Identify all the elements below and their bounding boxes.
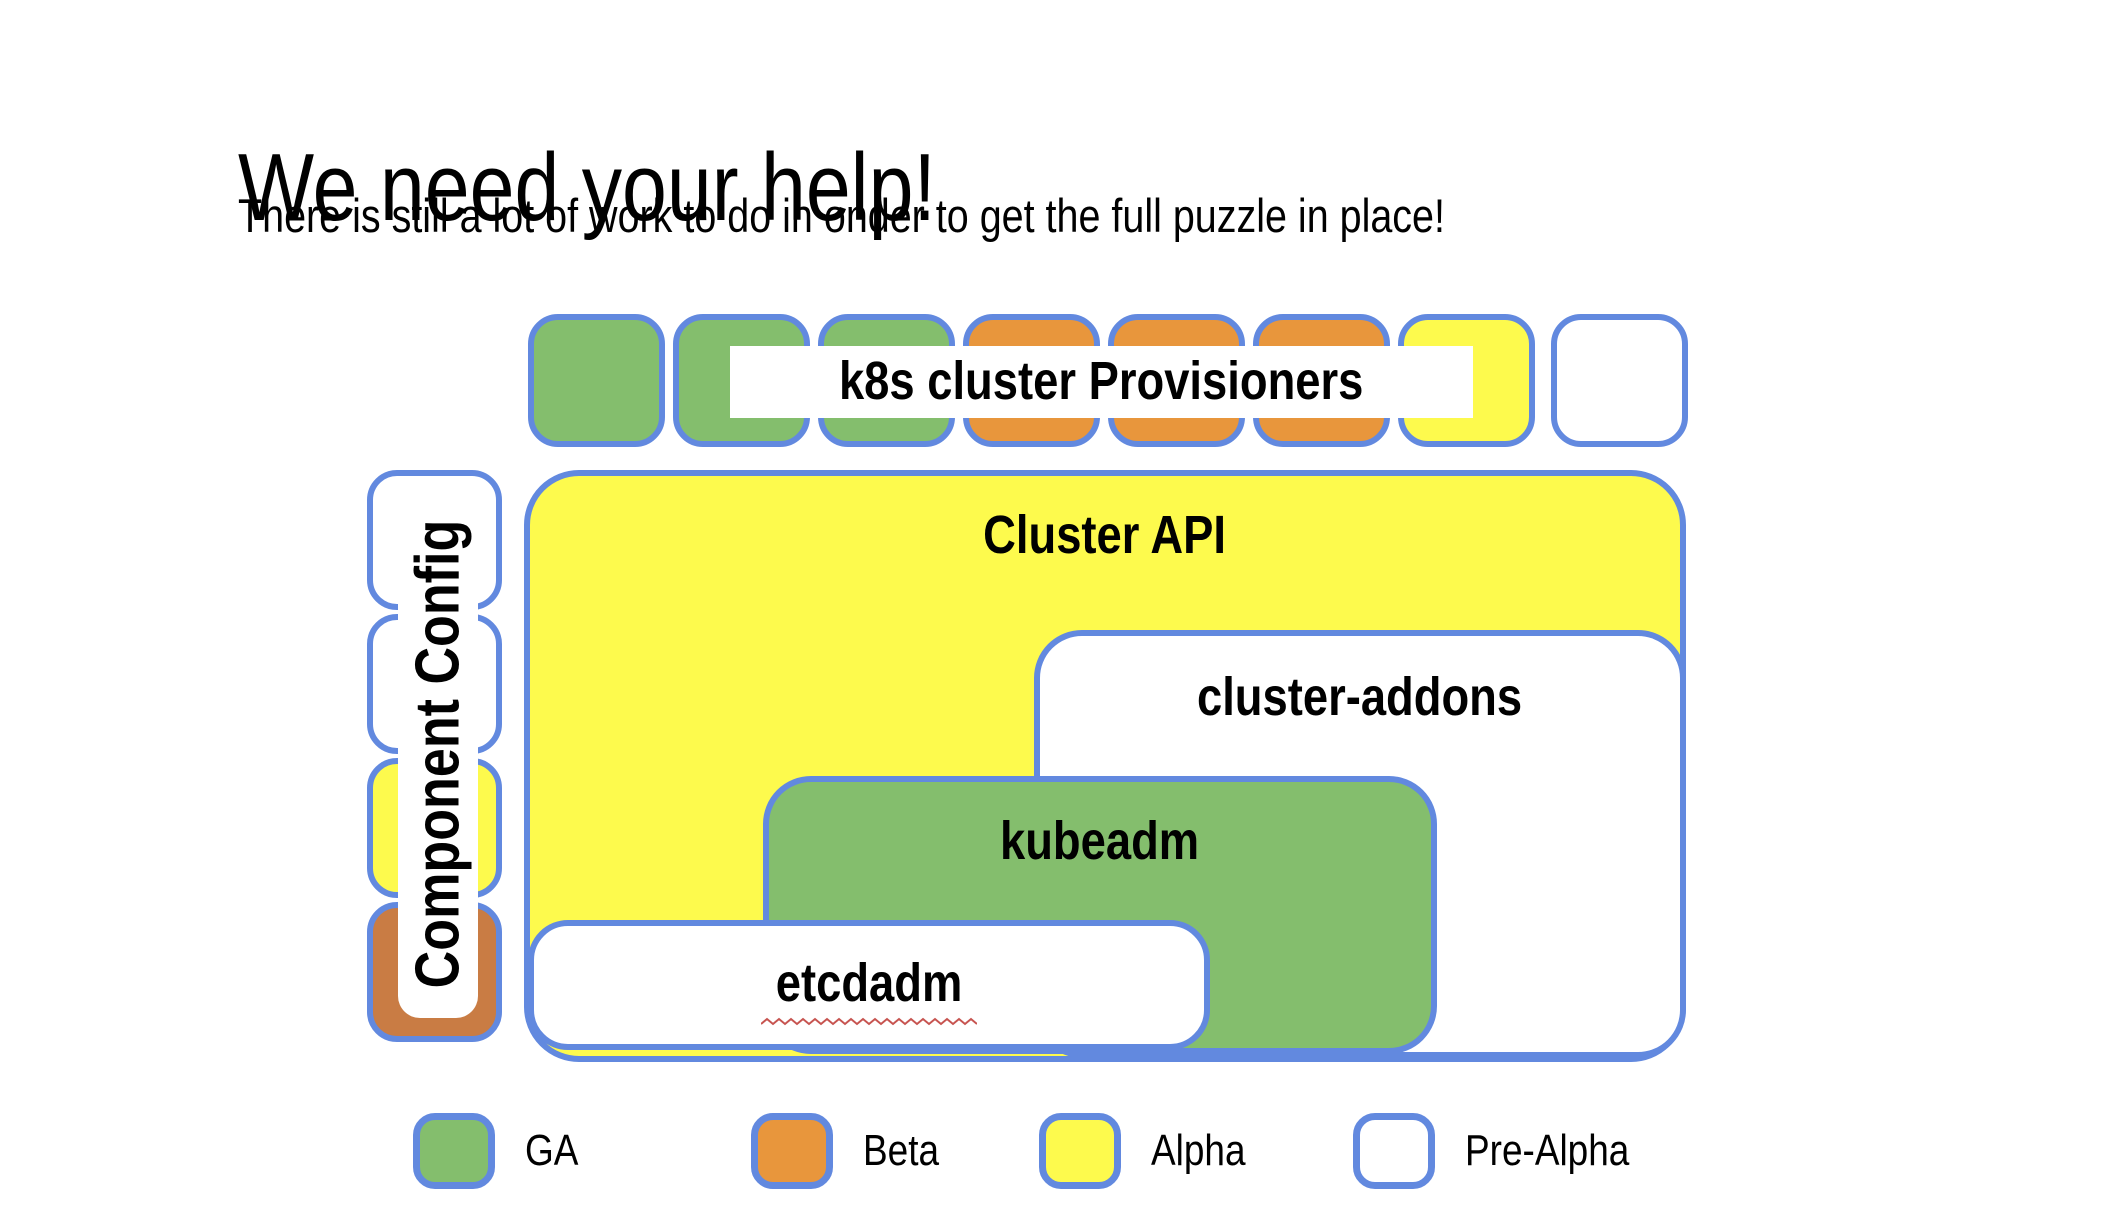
legend-swatch-pre-alpha [1353, 1113, 1435, 1189]
legend-swatch-beta [751, 1113, 833, 1189]
provisioners-row-label: k8s cluster Provisioners [730, 346, 1473, 418]
cluster-addons-label: cluster-addons [1197, 667, 1523, 727]
page-subtitle-text: There is still a lot of work to do in on… [238, 189, 1445, 242]
legend-item-alpha: Alpha [1039, 1113, 1264, 1189]
cluster-api-label: Cluster API [983, 505, 1227, 565]
legend-label-alpha: Alpha [1151, 1126, 1246, 1175]
component-config-label: Component Config [398, 490, 478, 1018]
kubeadm-label: kubeadm [1000, 811, 1200, 871]
legend-item-pre-alpha: Pre-Alpha [1353, 1113, 1661, 1189]
page-title-text: We need your help! [238, 134, 936, 242]
etcdadm-label: etcdadm [775, 953, 963, 1014]
page-title: We need your help! [238, 140, 1069, 236]
legend-swatch-alpha [1039, 1113, 1121, 1189]
provisioner-square-8 [1551, 314, 1688, 447]
component-config-label-text: Component Config [403, 519, 473, 989]
provisioners-row-label-text: k8s cluster Provisioners [839, 351, 1364, 412]
etcdadm-box: etcdadm [528, 920, 1210, 1050]
legend-label-ga: GA [525, 1126, 579, 1175]
spellcheck-squiggle [761, 1017, 977, 1025]
provisioner-square-1 [528, 314, 665, 447]
legend-swatch-ga [413, 1113, 495, 1189]
legend-item-ga: GA [413, 1113, 589, 1189]
page-subtitle: There is still a lot of work to do in on… [238, 188, 1675, 244]
legend-label-beta: Beta [863, 1126, 940, 1175]
legend-label-pre-alpha: Pre-Alpha [1465, 1126, 1630, 1175]
legend-item-beta: Beta [751, 1113, 954, 1189]
